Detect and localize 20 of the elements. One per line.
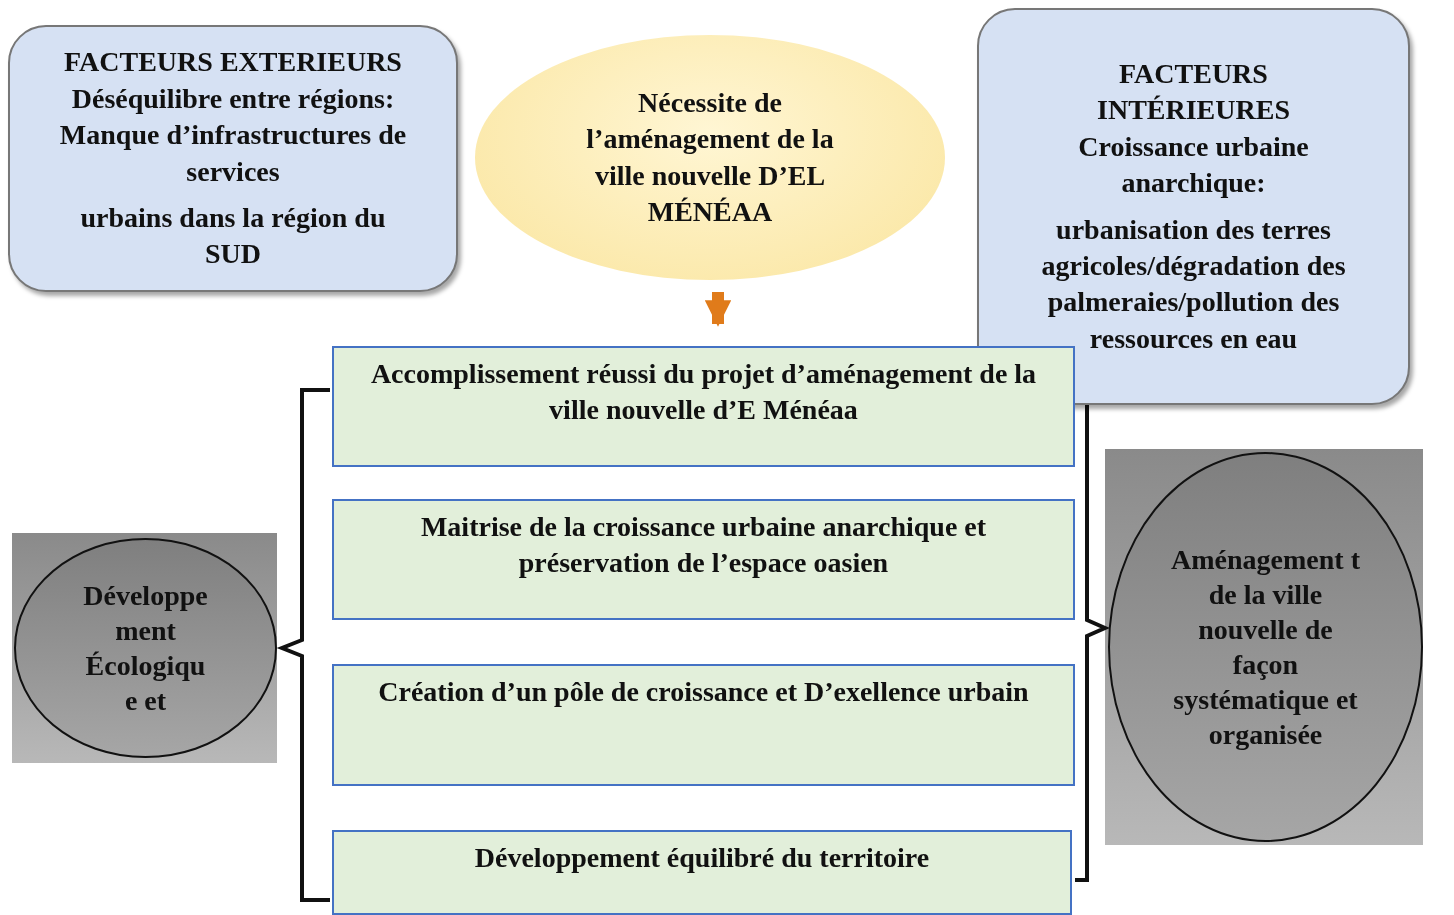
node-text: Déséquilibre entre régions: Manque d’infrastructures de services [58,81,408,189]
node-text: urbanisation des terres agricoles/dégradation des palmeraies/pollution des ressources en eau [1040,212,1347,356]
node-text: Développe ment Écologiqu e et [82,579,209,718]
process-box [332,664,1075,786]
node-text: Développement équilibré du territoire [474,841,930,875]
rounded-box [977,8,1410,405]
process-box [332,830,1072,915]
heading: FACTEURS INTÉRIEURES [1096,56,1291,128]
rounded-box [8,25,458,292]
process-box [332,346,1075,467]
node-text: Maitrise de la croissance urbaine anarchique et préservation de l’espace oasien [419,510,988,581]
node-text: Croissance urbaine anarchique: [1077,129,1310,201]
arrow [704,292,732,327]
node-text: urbains dans la région du SUD [79,200,387,272]
process-box [332,499,1075,620]
heading: FACTEURS EXTERIEURS [64,45,402,80]
node-text: Accomplissement réussi du projet d’aménagement de la ville nouvelle d’E Ménéaa [369,357,1038,428]
node-text: Nécessite de l’aménagement de la ville nouvelle D’EL MÉNÉAA [585,85,835,229]
node-text: Création d’un pôle de croissance et D’exellence urbain [378,675,1029,709]
node-text: Aménagement t de la ville nouvelle de façon systématique et organisée [1170,543,1361,752]
